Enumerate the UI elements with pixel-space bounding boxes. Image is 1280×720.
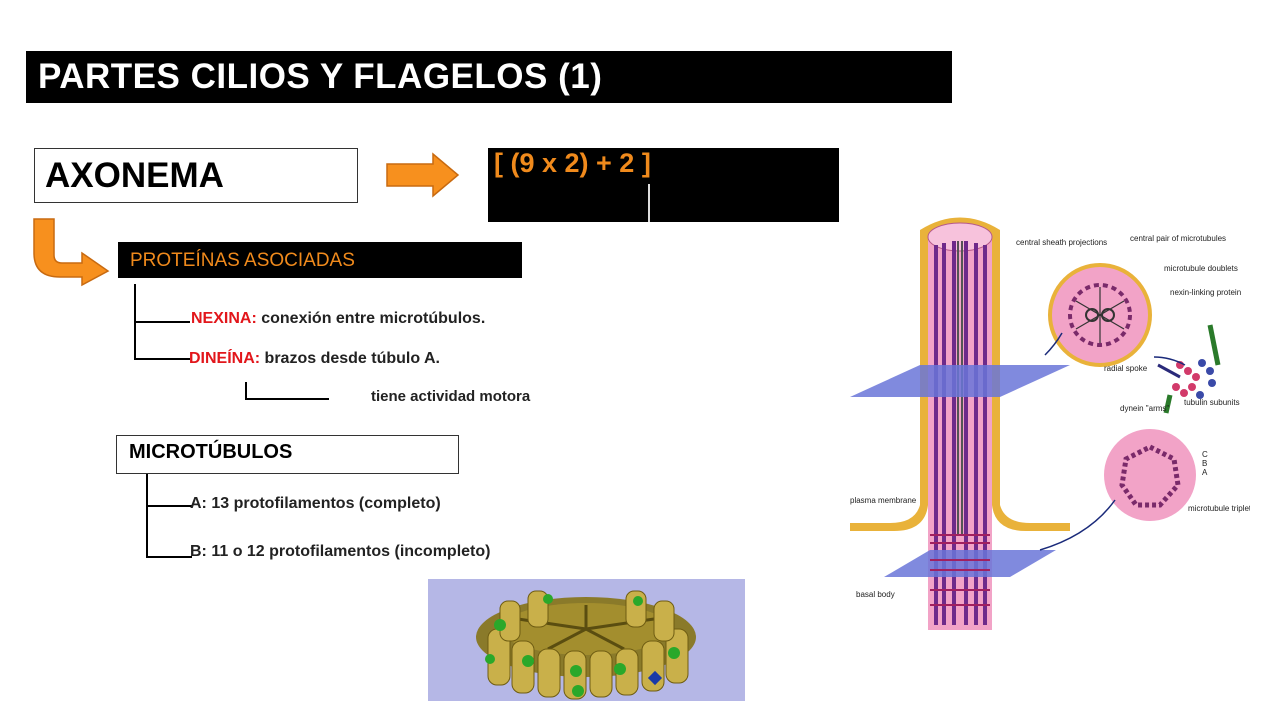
microtubule-b-item: B: 11 o 12 protofilamentos (incompleto) <box>190 543 491 560</box>
connector-line <box>245 398 329 400</box>
label-basal-body: basal body <box>856 590 895 599</box>
label-a: A <box>1202 468 1208 477</box>
proteinas-asociadas-header: PROTEÍNAS ASOCIADAS <box>118 242 522 278</box>
nexina-text: conexión entre microtúbulos. <box>256 310 486 327</box>
dineina-item: DINEÍNA: brazos desde túbulo A. <box>189 350 440 368</box>
label-central-sheath: central sheath projections <box>1016 238 1107 247</box>
formula-divider <box>648 184 650 222</box>
nexina-label: NEXINA: <box>191 310 257 327</box>
connector-line <box>146 474 148 558</box>
label-plasma-membrane: plasma membrane <box>850 496 917 505</box>
connector-line <box>146 556 192 558</box>
dineina-note: tiene actividad motora <box>371 388 531 405</box>
label-dynein: dynein "arms" <box>1120 404 1169 413</box>
label-radial-spoke: radial spoke <box>1104 364 1148 373</box>
formula-box <box>488 148 839 222</box>
dineina-text: brazos desde túbulo A. <box>260 350 440 367</box>
connector-line <box>134 321 190 323</box>
label-b: B <box>1202 459 1207 468</box>
label-triplets: microtubule triplets <box>1188 504 1250 513</box>
label-tubulin: tubulin subunits <box>1184 398 1240 407</box>
nexina-item: NEXINA: conexión entre microtúbulos. <box>191 310 485 328</box>
label-nexin: nexin-linking protein <box>1170 288 1241 297</box>
microtubule-a-item: A: 13 protofilamentos (completo) <box>190 495 441 512</box>
connector-line <box>134 358 190 360</box>
bent-arrow-icon <box>33 218 110 287</box>
right-arrow-icon <box>386 152 460 198</box>
cilium-structure-diagram: central sheath projections central pair … <box>840 205 1250 635</box>
dineina-label: DINEÍNA: <box>189 350 261 367</box>
axonema-box: AXONEMA <box>34 148 358 203</box>
slide-title: PARTES CILIOS Y FLAGELOS (1) <box>26 51 952 103</box>
formula-text: [ (9 x 2) + 2 ] <box>494 148 651 178</box>
connector-line <box>146 505 192 507</box>
label-doublets: microtubule doublets <box>1164 264 1238 273</box>
connector-line <box>245 382 247 400</box>
microtubulos-header: MICROTÚBULOS <box>116 435 459 474</box>
axoneme-3d-model-image <box>428 579 745 701</box>
label-central-pair: central pair of microtubules <box>1130 234 1226 243</box>
label-c: C <box>1202 450 1208 459</box>
